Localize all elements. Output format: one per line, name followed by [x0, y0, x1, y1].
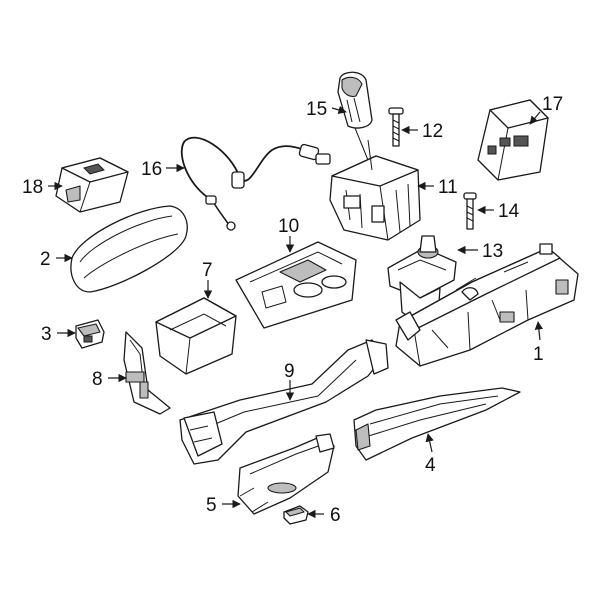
- leader-lines: [48, 105, 544, 519]
- callout-12: 12: [422, 121, 443, 142]
- air-duct-part: [179, 339, 389, 465]
- callout-8: 8: [92, 369, 103, 390]
- callout-2: 2: [40, 249, 51, 270]
- switch-module-part: [55, 157, 129, 213]
- callout-6: 6: [330, 505, 341, 526]
- storage-bin-part: [155, 297, 237, 375]
- shift-bezel-part: [235, 241, 357, 329]
- callout-10: 10: [278, 216, 299, 237]
- callout-15: 15: [306, 99, 327, 120]
- callout-4: 4: [425, 455, 436, 476]
- callout-9: 9: [284, 361, 295, 382]
- callout-5: 5: [206, 495, 217, 516]
- lower-panel-part: [237, 433, 335, 515]
- callout-7: 7: [202, 260, 213, 281]
- callout-18: 18: [22, 177, 43, 198]
- callout-1: 1: [533, 344, 544, 365]
- shifter-assembly-part: [387, 235, 457, 327]
- trim-panel-part: [353, 387, 521, 461]
- bolt-14-part: [463, 192, 477, 230]
- callout-11: 11: [438, 177, 458, 198]
- clip-part: [75, 319, 105, 349]
- callout-13: 13: [482, 241, 503, 262]
- shift-cable-part: [180, 136, 331, 231]
- shift-knob-part: [337, 71, 373, 166]
- console-frame-part: [395, 243, 579, 367]
- callout-17: 17: [542, 94, 563, 115]
- bolt-12-part: [388, 107, 404, 147]
- callout-14: 14: [498, 201, 520, 222]
- callout-3: 3: [41, 324, 52, 345]
- shifter-housing-part: [329, 139, 421, 241]
- control-module-part: [477, 99, 549, 181]
- armrest-lid-part: [70, 205, 188, 293]
- callout-16: 16: [141, 159, 162, 180]
- callout-numbers: 1 2 3 4 5 6 7 8 9 10 11 12 13 14 15 16 1…: [22, 94, 563, 526]
- small-clip-part: [283, 505, 309, 525]
